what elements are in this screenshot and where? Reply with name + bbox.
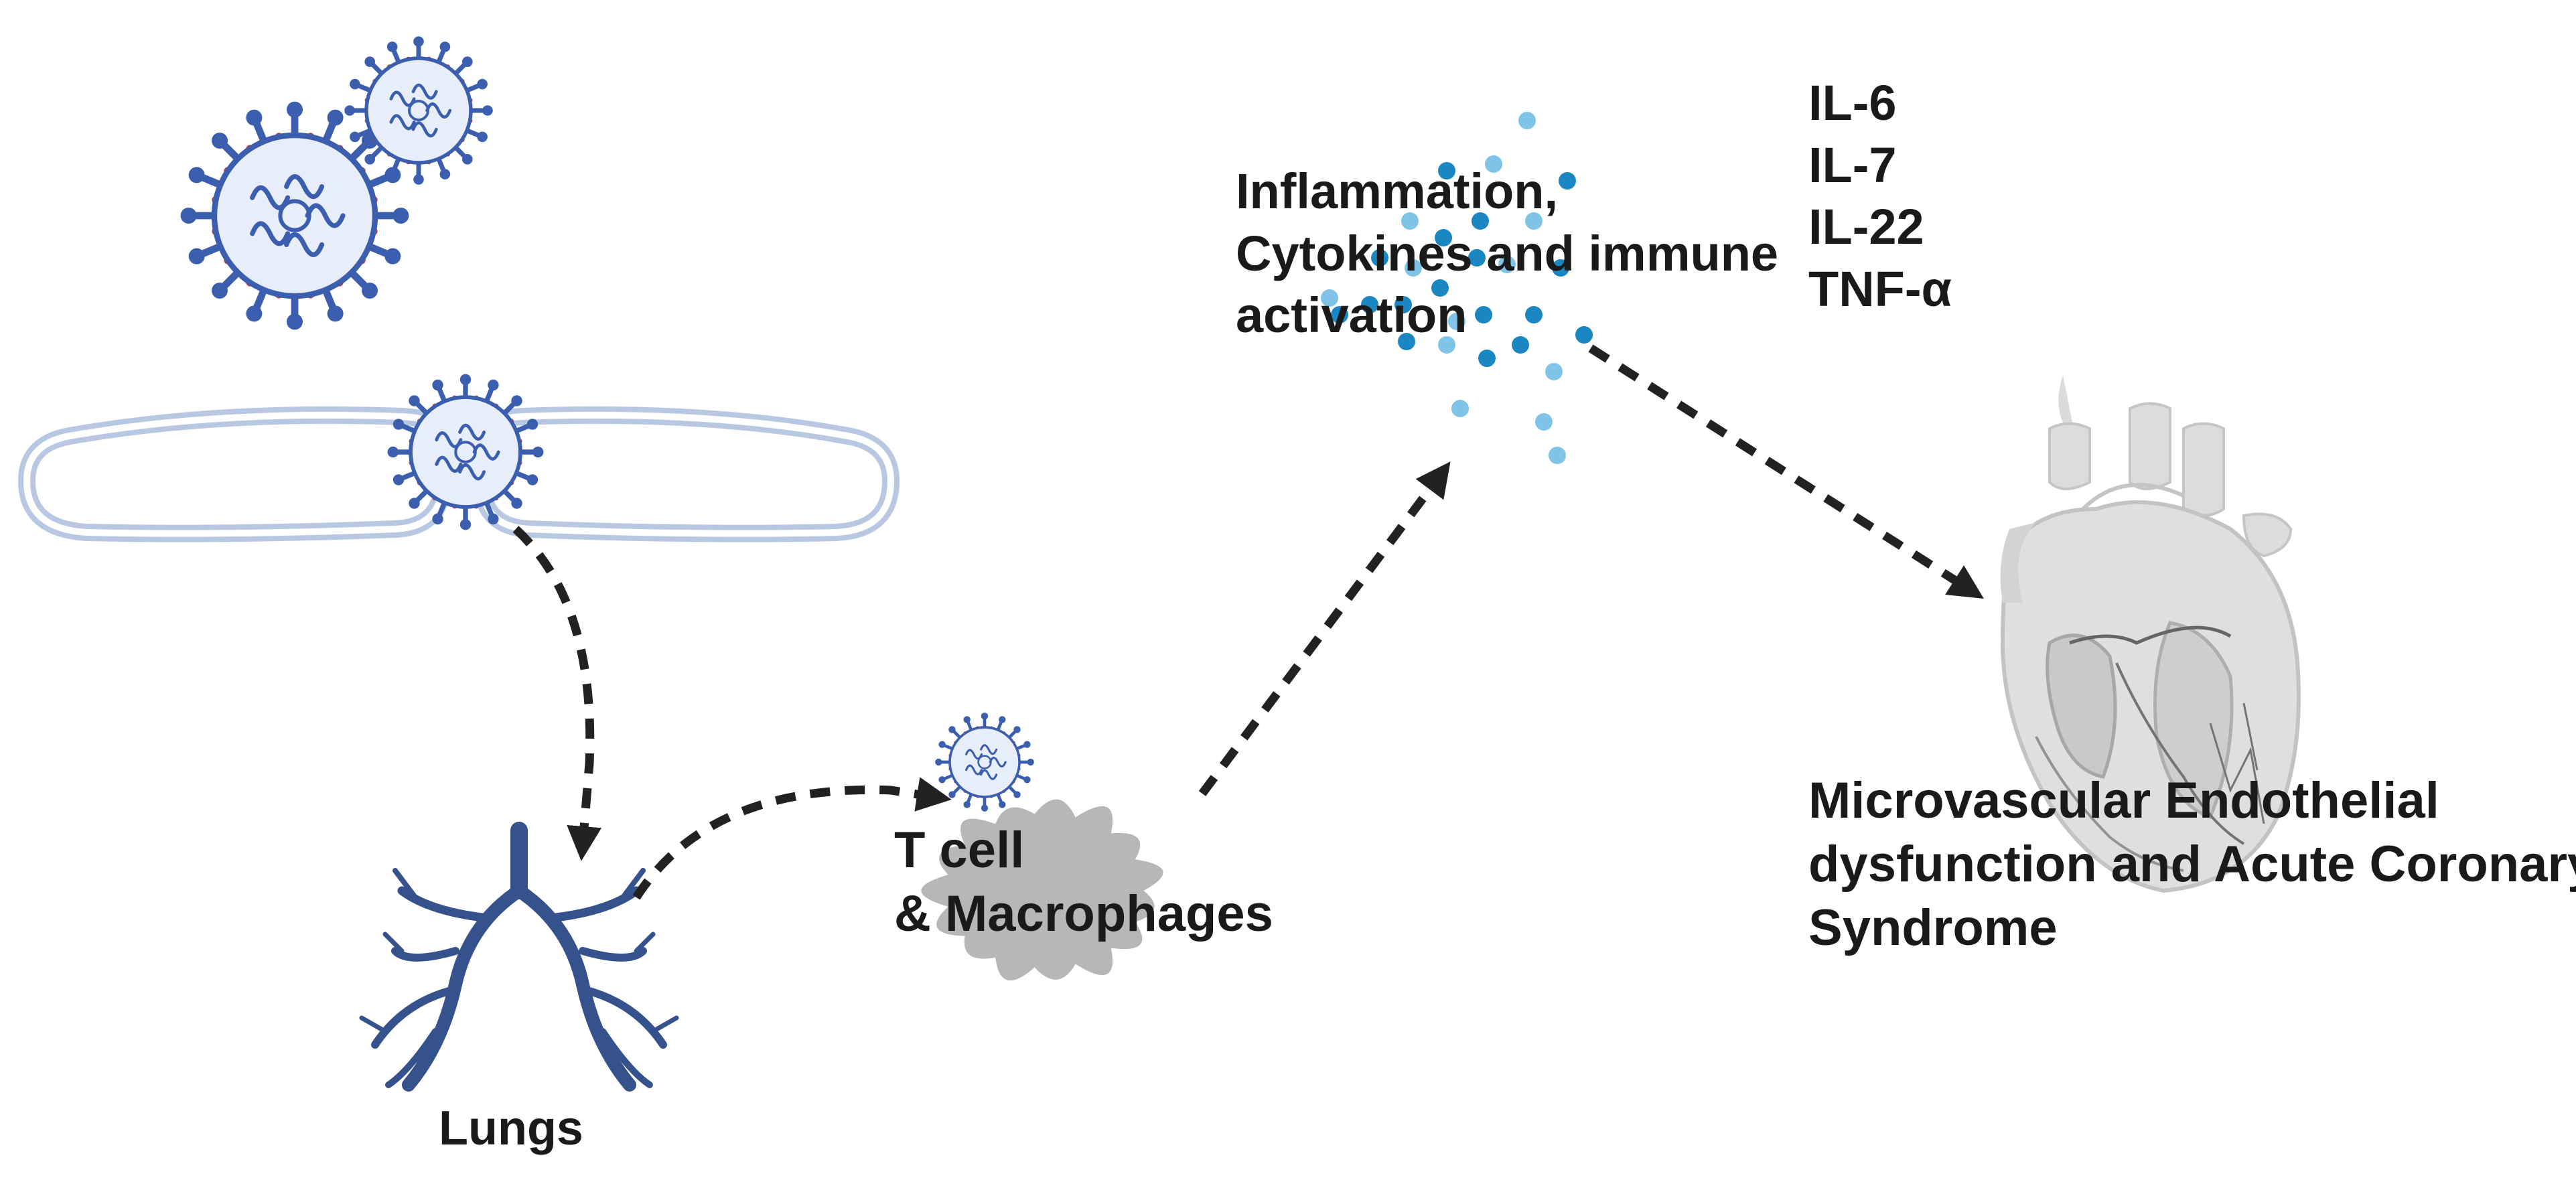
virus-large-icon [180, 101, 409, 330]
inflammation-line2: Cytokines and immune [1236, 225, 1779, 281]
inflammation-line3: activation [1236, 287, 1468, 343]
arrow-virus-to-lungs [512, 526, 602, 861]
inflammation-line1: Inflammation, [1236, 163, 1559, 219]
outcome-line3: Syndrome [1808, 899, 2058, 956]
cytokine-particles [1321, 112, 1593, 464]
lungs-label: Lungs [439, 1102, 583, 1155]
lungs-icon [359, 822, 679, 1092]
cytokine-il7: IL-7 [1808, 137, 1897, 193]
arrow-cytokines-to-heart [1588, 344, 1984, 599]
outcome-line2: dysfunction and Acute Coronary [1808, 836, 2576, 893]
virus-entering-icon [387, 374, 544, 530]
macrophage-icon [921, 799, 1163, 981]
heart-icon [2000, 375, 2301, 893]
arrow-lungs-to-cells [632, 777, 952, 900]
cytokine-list: IL-6 IL-7 IL-22 TNF-α [1808, 72, 1952, 320]
virus-small-icon [344, 36, 493, 185]
outcome-label: Microvascular Endothelial dysfunction an… [1808, 769, 2576, 960]
arrow-cells-to-cytokines [1198, 461, 1451, 796]
cells-label: T cell & Macrophages [894, 818, 1273, 946]
outcome-line1: Microvascular Endothelial [1808, 772, 2439, 829]
cytokine-il22: IL-22 [1808, 199, 1924, 254]
virus-on-macrophage-icon [935, 713, 1034, 812]
cells-label-line2: & Macrophages [894, 885, 1273, 942]
inflammation-label: Inflammation, Cytokines and immune activ… [1236, 161, 1778, 347]
cytokine-tnfa: TNF-α [1808, 261, 1952, 317]
cytokine-il6: IL-6 [1808, 75, 1897, 131]
cells-label-line1: T cell [894, 822, 1025, 879]
